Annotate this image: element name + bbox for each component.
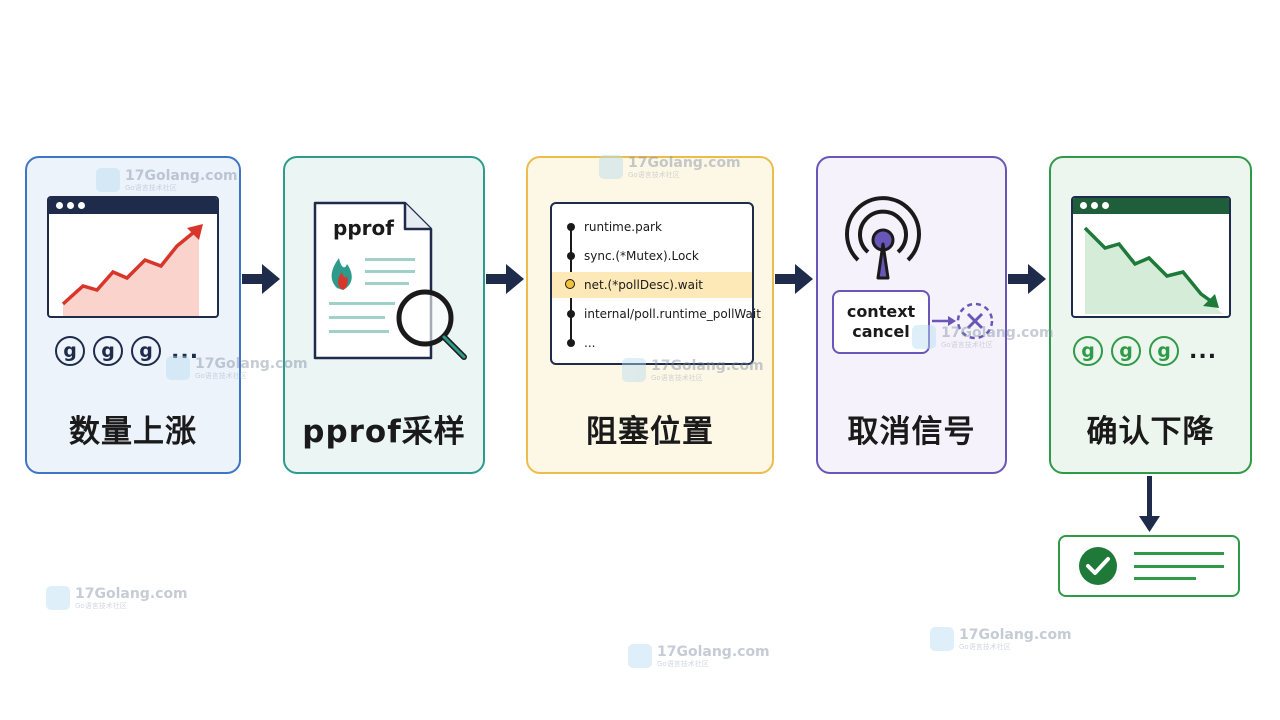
stack-frame: runtime.park [552,214,752,240]
goroutine-icon: g [55,336,85,366]
flow-arrow [242,262,282,300]
goroutine-icon: g [1073,336,1103,366]
step-title: 阻塞位置 [586,414,714,450]
stack-frame: sync.(*Mutex).Lock [552,243,752,269]
stack-frame: ... [552,330,752,356]
goroutine-icon: g [131,336,161,366]
falling-trend-icon [1083,226,1223,314]
step-title: 取消信号 [847,414,976,450]
flow-arrow [486,262,526,300]
pprof-doc-label: pprof [333,216,394,240]
context-cancel-box: context cancel [832,290,930,354]
watermark-logo-icon [628,644,652,668]
step-title: 确认下降 [1086,414,1215,450]
flow-arrow-down [1136,476,1164,538]
goroutine-row: g g g ... [55,336,199,366]
step-title: 数量上涨 [69,414,197,450]
broadcast-antenna-icon [845,196,921,280]
goroutine-row: g g g ... [1073,336,1217,366]
check-circle-icon [1079,547,1117,585]
stack-frame-highlighted: net.(*pollDesc).wait [552,272,752,298]
magnifier-icon [396,289,467,360]
flame-icon [331,258,352,290]
step-card-confirm-decrease: g g g ... 确认下降 [1049,156,1252,474]
flow-arrow [1008,262,1048,300]
stack-trace-panel: runtime.park sync.(*Mutex).Lock net.(*po… [550,202,761,365]
rising-trend-icon [61,224,203,316]
text-lines-icon [1134,552,1224,580]
goroutine-icon: g [1149,336,1179,366]
stack-frame: internal/poll.runtime_pollWait [552,301,761,327]
step-card-cancel-signal: context cancel 取消信号 [816,156,1007,474]
step-card-pprof-sampling: pprof pprof采样 [283,156,485,474]
goroutine-icon: g [93,336,123,366]
result-confirm-box [1058,535,1240,597]
step-title: pprof采样 [302,414,466,450]
step-card-block-location: runtime.park sync.(*Mutex).Lock net.(*po… [526,156,774,474]
watermark-logo-icon [930,627,954,651]
browser-window-icon [1071,196,1231,318]
goroutine-ellipsis: ... [171,338,200,364]
step-card-count-rising: g g g ... 数量上涨 [25,156,241,474]
browser-window-icon [47,196,219,318]
watermark-logo-icon [46,586,70,610]
goroutine-ellipsis: ... [1189,338,1218,364]
cancel-x-icon [932,302,994,340]
goroutine-icon: g [1111,336,1141,366]
document-icon [313,201,467,360]
flow-arrow [775,262,815,300]
